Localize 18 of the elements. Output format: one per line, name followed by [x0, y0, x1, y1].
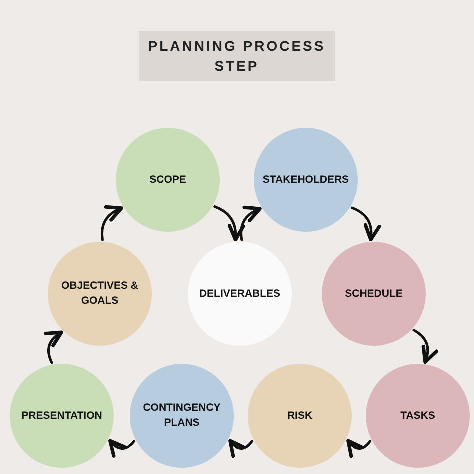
- step-label: TASKS: [400, 408, 436, 424]
- step-label: OBJECTIVES & GOALS: [60, 279, 140, 309]
- curved-arrow: [346, 439, 372, 458]
- title-banner: PLANNING PROCESS STEP: [139, 31, 335, 81]
- curved-arrow: [412, 329, 438, 364]
- curved-arrow: [228, 439, 254, 458]
- step-label: PRESENTATION: [20, 408, 104, 424]
- curved-arrow: [44, 330, 64, 364]
- step-label: STAKEHOLDERS: [262, 172, 350, 188]
- curved-arrow: [101, 206, 124, 242]
- step-label: CONTINGENCY PLANS: [142, 401, 222, 431]
- step-label: SCOPE: [148, 172, 188, 188]
- curved-arrow: [350, 206, 381, 242]
- curved-arrow: [214, 206, 245, 242]
- curved-arrow: [240, 206, 262, 242]
- step-label: SCHEDULE: [344, 286, 404, 302]
- step-label: RISK: [286, 408, 314, 424]
- step-label: DELIVERABLES: [198, 286, 282, 302]
